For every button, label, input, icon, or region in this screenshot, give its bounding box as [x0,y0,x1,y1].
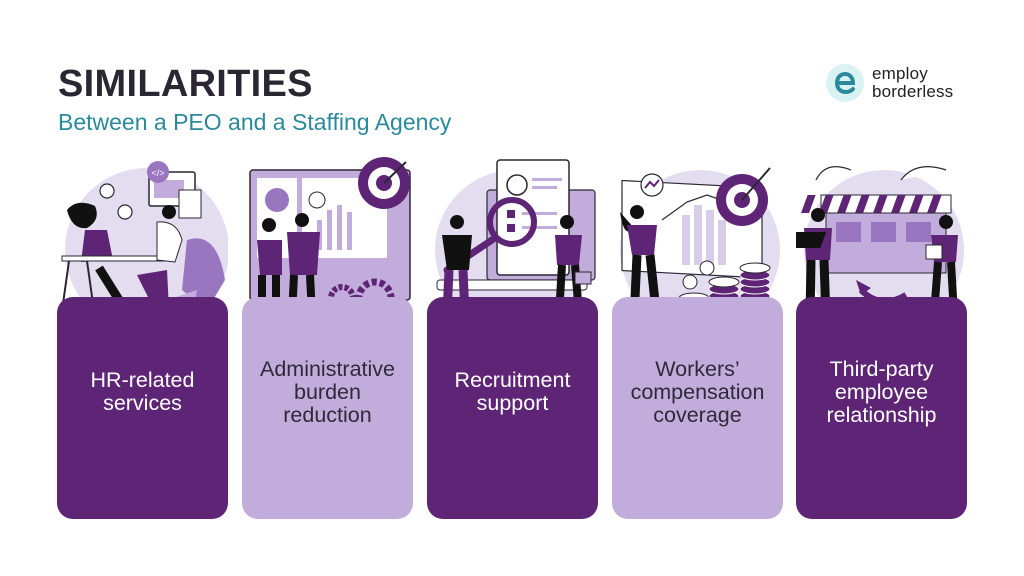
card-label: Third-party employee relationship [826,356,937,427]
magnifier-resume-illustration [435,159,596,330]
card-label: HR-related services [90,368,195,415]
similarity-card-admin: Administrative burden reduction [242,150,413,519]
similarity-card-third-party: Third-party employee relationship [796,150,967,519]
logo-word-employ: employ [872,64,929,83]
card-label: Recruitment support [454,368,571,415]
card-label: Workers’ compensation coverage [630,356,765,427]
logo-word-borderless: borderless [872,82,954,101]
similarity-card-recruitment: Recruitment support [427,150,598,519]
e-letter-icon [826,64,864,102]
similarity-card-workers-comp: Workers’ compensation coverage [612,150,783,519]
card-label: Administrative burden reduction [259,356,395,427]
card-workers-compensation-coverage: Workers’ compensation coverage [612,297,783,519]
dashboard-target-gears-illustration [249,157,411,330]
card-recruitment-support: Recruitment support [427,297,598,519]
card-administrative-burden-reduction: Administrative burden reduction [242,297,413,519]
page-title: SIMILARITIES [58,63,313,105]
card-hr-related-services: HR-related services [57,297,228,519]
brand-logo: employ borderless [826,64,953,102]
card-third-party-employee-relationship: Third-party employee relationship [796,297,967,519]
similarity-card-hr: </> HR-related services [57,150,228,519]
svg-text:</>: </> [151,168,164,178]
storefront-exchange-illustration [796,166,964,330]
page-subtitle: Between a PEO and a Staffing Agency [58,109,452,135]
